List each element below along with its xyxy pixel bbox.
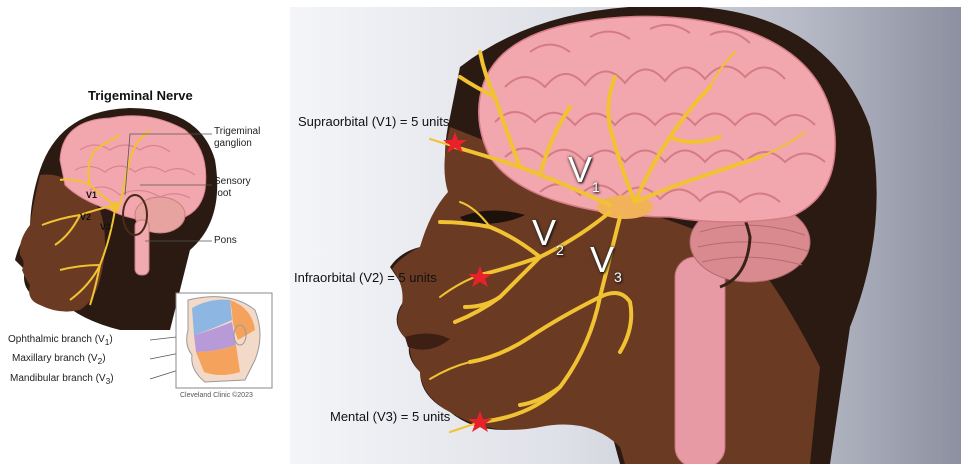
label-sensory-root-1: Sensory xyxy=(214,176,251,187)
left-brainstem xyxy=(135,220,149,275)
label-trigeminal-ganglion-2: ganglion xyxy=(214,138,252,149)
label-mental: Mental (V3) = 5 units xyxy=(330,409,450,424)
label-v2-small: V2 xyxy=(80,212,91,222)
label-v3-large: V3 xyxy=(590,239,622,281)
legend-maxillary: Maxillary branch (V2) xyxy=(12,353,106,366)
legend-ophthalmic: Ophthalmic branch (V1) xyxy=(8,334,113,347)
label-pons: Pons xyxy=(214,235,237,246)
label-v3-small: V3 xyxy=(100,222,111,232)
label-sensory-root-2: root xyxy=(214,188,231,199)
label-trigeminal-ganglion-1: Trigeminal xyxy=(214,126,260,137)
right-illustration-panel: V1 V2 V3 Supraorbital (V1) = 5 units Inf… xyxy=(290,7,961,464)
label-supraorbital: Supraorbital (V1) = 5 units xyxy=(298,114,449,129)
right-brainstem xyxy=(675,257,725,464)
credit-text: Cleveland Clinic ©2023 xyxy=(180,392,253,399)
label-v1-large: V1 xyxy=(568,149,600,191)
label-infraorbital: Infraorbital (V2) = 5 units xyxy=(294,270,437,285)
left-title: Trigeminal Nerve xyxy=(88,88,193,103)
left-illustration-panel: Trigeminal Nerve Trigeminal ganglion Sen… xyxy=(0,0,290,464)
right-head-illustration xyxy=(290,7,961,464)
legend-mandibular: Mandibular branch (V3) xyxy=(10,373,114,386)
label-v1-small: V1 xyxy=(86,190,97,200)
label-v2-large: V2 xyxy=(532,212,564,254)
